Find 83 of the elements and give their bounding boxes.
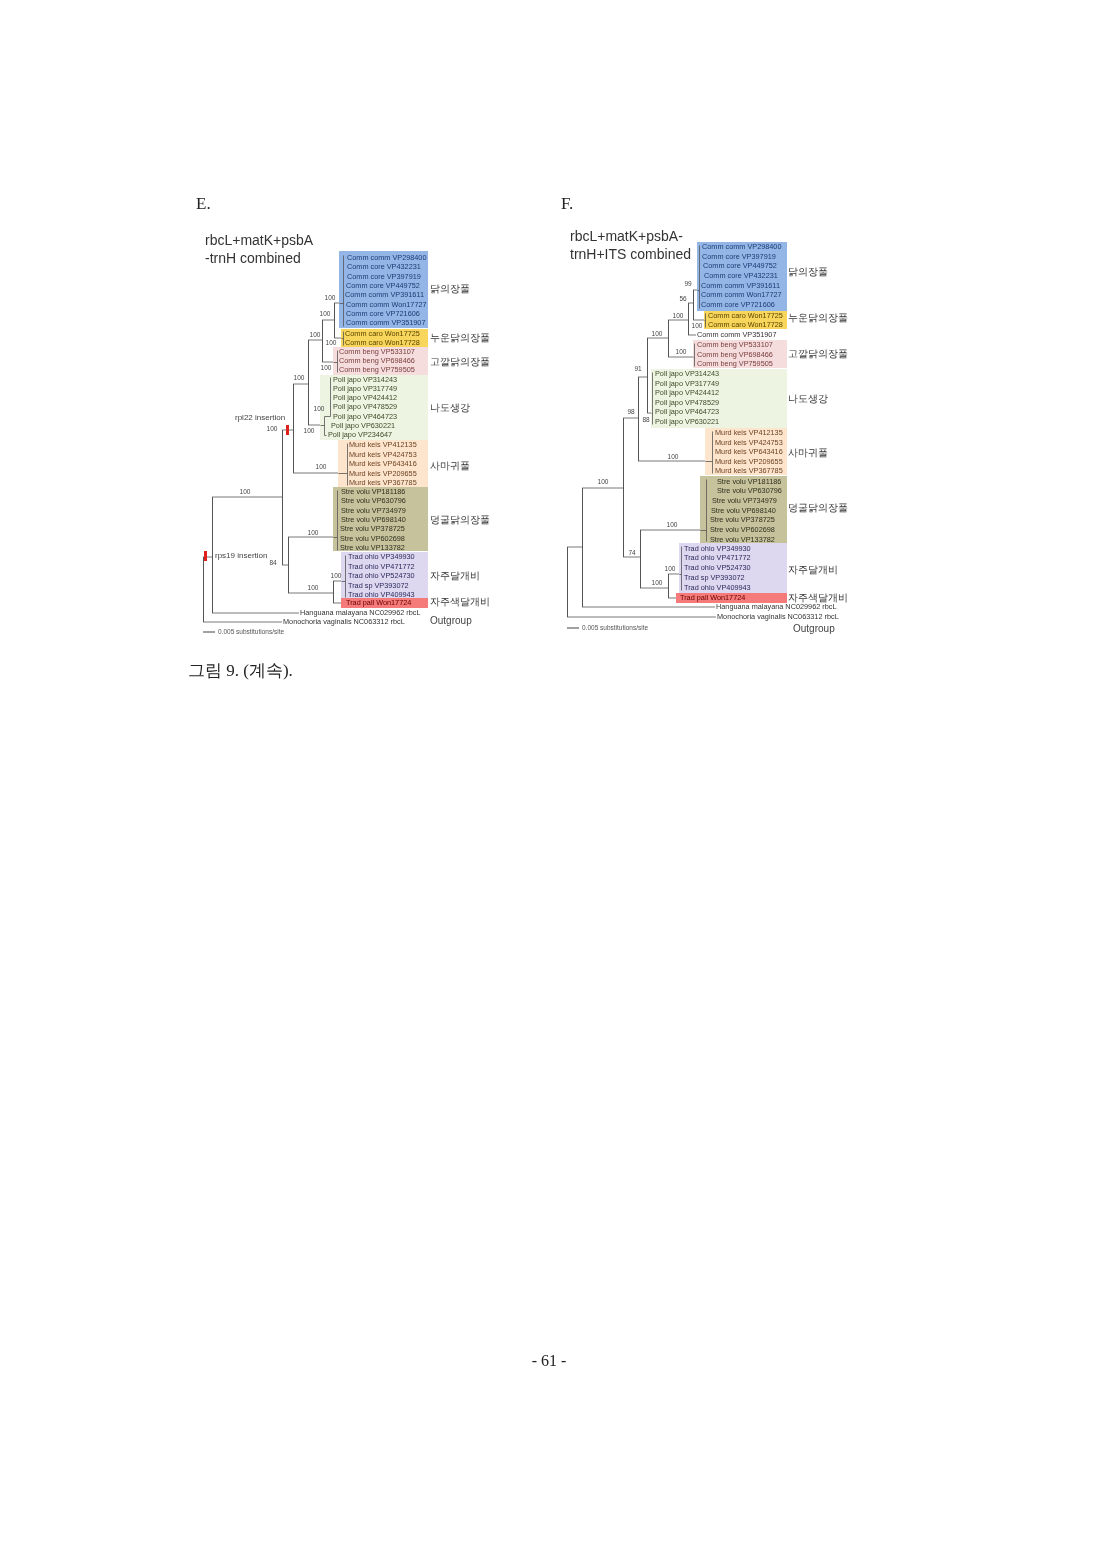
tree-branch — [333, 337, 342, 339]
clade-label: 누운닭의장풀 — [788, 313, 848, 323]
clade-label: 닭의장풀 — [430, 284, 470, 294]
tree-branch — [281, 564, 289, 566]
clade-label: 나도생강 — [788, 394, 828, 404]
clade-label: 사마귀풀 — [430, 461, 470, 471]
tree-branch — [692, 319, 705, 321]
panel-title: rbcL+matK+psbA -trnH combined — [205, 231, 314, 267]
tree-branch — [321, 361, 334, 363]
branch-node-line — [566, 547, 568, 617]
tree-branch — [667, 356, 694, 358]
annotation-label: rpl22 insertion — [235, 414, 286, 422]
tree-branch — [622, 556, 641, 558]
tree-branch — [639, 529, 701, 531]
tree-branch — [211, 496, 283, 498]
tree-branch — [692, 289, 698, 291]
tree-branch — [566, 546, 583, 548]
tree-branch — [332, 580, 342, 582]
clade-label: 자주색달개비 — [788, 593, 848, 603]
branch-node-line — [692, 290, 694, 320]
branch-node-line — [332, 581, 334, 603]
tree-branch — [687, 302, 694, 304]
tree-branch — [281, 429, 294, 431]
clade-label: 누운닭의장풀 — [430, 333, 490, 343]
tree-branch — [332, 602, 342, 604]
group-label: Outgroup — [430, 616, 472, 626]
branch-node-line — [581, 488, 583, 607]
tree-branch — [581, 487, 624, 489]
clade-label: 자주달개비 — [788, 565, 838, 575]
clade-label: 자주달개비 — [430, 571, 480, 581]
clade-label: 사마귀풀 — [788, 448, 828, 458]
branch-node-line — [637, 377, 639, 461]
panel-letter: F. — [561, 194, 574, 212]
branch-node-line — [646, 338, 648, 413]
tree-branch — [292, 472, 339, 474]
branch-node-line — [667, 320, 669, 357]
tree-branch — [646, 412, 652, 414]
branch-node-line — [287, 537, 289, 593]
tree-branch — [637, 460, 706, 462]
branch-node-line — [687, 303, 689, 335]
tree-branch — [211, 612, 300, 614]
branch-node-line — [307, 340, 309, 425]
tree-branch — [287, 592, 334, 594]
panel-title: rbcL+matK+psbA- trnH+ITS combined — [570, 227, 692, 263]
clade-label: 덩굴닭의장풀 — [788, 503, 848, 513]
clade-label: 고깔닭의장풀 — [788, 349, 848, 359]
branch-node-line — [292, 384, 294, 473]
clade-label: 닭의장풀 — [788, 267, 828, 277]
tree-branch — [646, 337, 669, 339]
tree-branch — [202, 556, 213, 558]
branch-node-line — [622, 418, 624, 557]
branch-node-line — [281, 430, 283, 565]
figure-caption: 그림 9. (계속). — [188, 660, 293, 682]
tree-branch — [622, 417, 639, 419]
tree-branch — [637, 376, 648, 378]
tree-branch — [581, 606, 716, 608]
tree-branch — [202, 621, 283, 623]
clade-label: 덩굴닭의장풀 — [430, 515, 490, 525]
page-number: - 61 - — [531, 1353, 567, 1369]
branch-node-line — [202, 557, 204, 622]
clade-label: 나도생강 — [430, 403, 470, 413]
branch-node-line — [321, 320, 323, 362]
branch-node-line — [333, 303, 335, 338]
tree-branch — [667, 319, 689, 321]
tree-branch — [321, 319, 335, 321]
tree-branch — [287, 536, 334, 538]
tree-branch — [307, 424, 321, 426]
annotation-label: rps19 insertion — [215, 552, 268, 560]
tree-branch — [292, 383, 309, 385]
group-label: Outgroup — [793, 624, 835, 634]
branch-node-line — [639, 530, 641, 588]
tree-branch — [639, 587, 669, 589]
panel-letter: E. — [196, 194, 211, 212]
tree-branch — [667, 597, 677, 599]
branch-node-line — [211, 497, 213, 613]
tree-branch — [667, 573, 680, 575]
tree-branch — [307, 339, 323, 341]
tree-branch — [333, 302, 340, 304]
clade-label: 고깔닭의장풀 — [430, 357, 490, 367]
branch-node-line — [667, 574, 669, 598]
clade-label: 자주색달개비 — [430, 597, 490, 607]
tree-branch — [566, 616, 717, 618]
tree-branch — [687, 334, 697, 336]
